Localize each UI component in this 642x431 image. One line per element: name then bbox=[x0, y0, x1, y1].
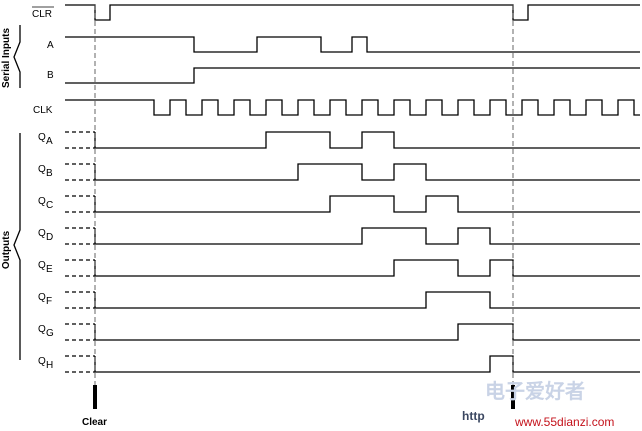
clk-label: CLK bbox=[33, 105, 53, 116]
qd-waveform bbox=[94, 227, 640, 245]
svg-text:Q: Q bbox=[38, 196, 46, 207]
svg-text:Q: Q bbox=[38, 164, 46, 175]
svg-text:B: B bbox=[46, 168, 53, 179]
outputs-brace bbox=[13, 133, 21, 360]
serial-inputs-label: Serial Inputs bbox=[1, 28, 12, 88]
b-label: B bbox=[47, 70, 54, 81]
outputs-label: Outputs bbox=[1, 230, 12, 269]
qe-waveform bbox=[94, 259, 640, 277]
clk-waveform bbox=[65, 99, 640, 116]
clr-waveform bbox=[65, 4, 640, 21]
qg-unknown bbox=[65, 323, 95, 341]
qc-waveform bbox=[94, 195, 640, 213]
qf-waveform bbox=[94, 291, 640, 309]
qa-waveform bbox=[94, 131, 640, 149]
qb-waveform bbox=[94, 163, 640, 181]
clear-label: Clear bbox=[82, 417, 107, 428]
clear-pulse-1 bbox=[93, 385, 97, 409]
svg-text:Q: Q bbox=[38, 228, 46, 239]
qe-unknown bbox=[65, 259, 95, 277]
b-waveform bbox=[65, 67, 640, 84]
watermark-text: 电子爱好者 bbox=[485, 379, 585, 403]
qa-unknown bbox=[65, 131, 95, 149]
qd-unknown bbox=[65, 227, 95, 245]
svg-text:F: F bbox=[46, 296, 52, 307]
svg-text:E: E bbox=[46, 264, 53, 275]
svg-text:Q: Q bbox=[38, 260, 46, 271]
svg-text:G: G bbox=[46, 328, 54, 339]
watermark-http: http bbox=[462, 409, 485, 423]
clr-label: CLR bbox=[32, 9, 52, 20]
qg-waveform bbox=[94, 323, 640, 341]
svg-text:Q: Q bbox=[38, 324, 46, 335]
qc-unknown bbox=[65, 195, 95, 213]
a-label: A bbox=[47, 40, 54, 51]
qh-unknown bbox=[65, 355, 95, 373]
qh-waveform bbox=[94, 355, 640, 373]
svg-text:C: C bbox=[46, 200, 53, 211]
clear-pulse-2 bbox=[511, 385, 515, 409]
serial-inputs-brace bbox=[13, 25, 21, 88]
svg-text:H: H bbox=[46, 360, 53, 371]
svg-text:Q: Q bbox=[38, 132, 46, 143]
watermark-url: www.55dianzi.com bbox=[514, 415, 614, 429]
qb-unknown bbox=[65, 163, 95, 181]
qf-unknown bbox=[65, 291, 95, 309]
svg-text:A: A bbox=[46, 136, 53, 147]
svg-text:D: D bbox=[46, 232, 53, 243]
a-waveform bbox=[65, 36, 640, 53]
svg-text:Q: Q bbox=[38, 356, 46, 367]
svg-text:Q: Q bbox=[38, 292, 46, 303]
